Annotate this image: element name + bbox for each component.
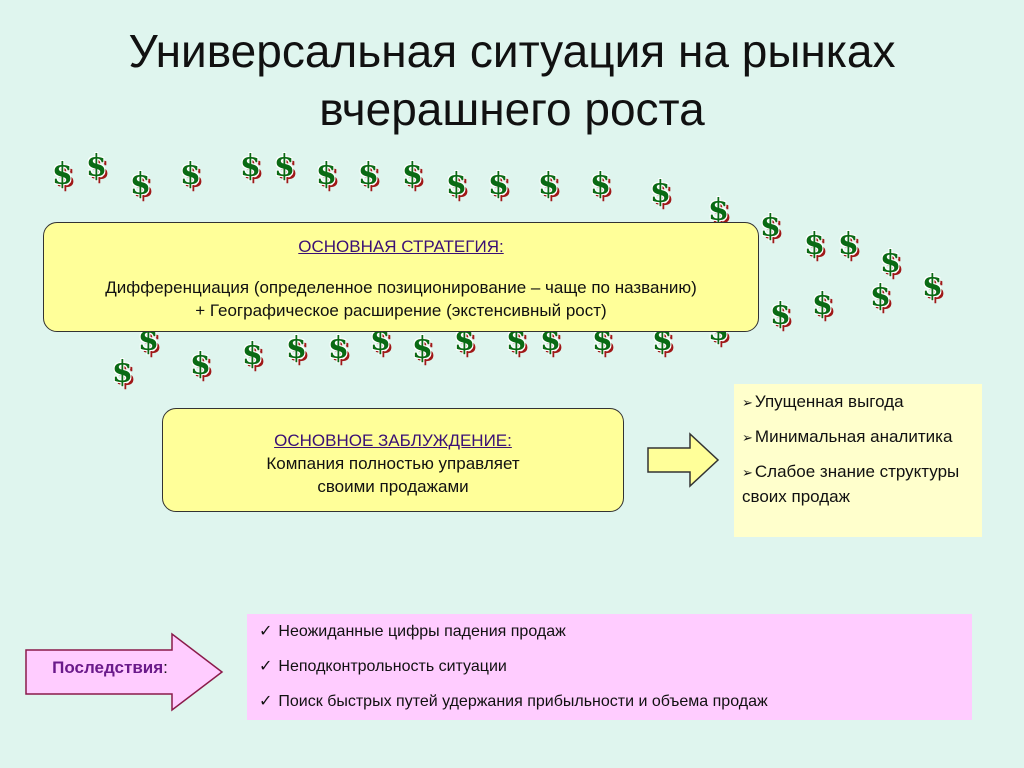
list-item: ➢Упущенная выгода — [742, 390, 976, 415]
list-item-text: Неожиданные цифры падения продаж — [278, 623, 566, 640]
dollar-icon: $ — [412, 331, 433, 366]
consequences-label-colon: : — [163, 658, 168, 677]
dollar-icon: $ — [812, 287, 833, 322]
dollar-icon: $ — [138, 323, 159, 358]
strategy-line-2: + Географическое расширение (экстенсивны… — [195, 301, 607, 320]
strategy-heading: ОСНОВНАЯ СТРАТЕГИЯ: — [298, 237, 504, 256]
title-line-1: Универсальная ситуация на рынках — [128, 25, 896, 77]
dollar-icon: $ — [446, 167, 467, 202]
list-item: ✓ Неожиданные цифры падения продаж — [259, 620, 972, 655]
dollar-icon: $ — [708, 193, 729, 228]
dollar-icon: $ — [316, 157, 337, 192]
dollar-icon: $ — [242, 337, 263, 372]
list-item-text: Слабое знание структуры своих продаж — [742, 462, 960, 506]
right-arrow-icon — [647, 432, 720, 488]
dollar-icon: $ — [402, 157, 423, 192]
dollar-icon: $ — [540, 323, 561, 358]
dollar-icon: $ — [922, 269, 943, 304]
dollar-icon: $ — [760, 209, 781, 244]
dollar-icon: $ — [180, 157, 201, 192]
dollar-icon: $ — [538, 167, 559, 202]
dollar-icon: $ — [358, 157, 379, 192]
dollar-icon: $ — [590, 167, 611, 202]
strategy-line-1: Дифференциация (определенное позициониро… — [105, 278, 697, 297]
dollar-icon: $ — [488, 167, 509, 202]
list-item: ✓ Неподконтрольность ситуации — [259, 655, 972, 690]
strategy-box: ОСНОВНАЯ СТРАТЕГИЯ: Дифференциация (опре… — [43, 222, 759, 332]
fallacy-heading: ОСНОВНОЕ ЗАБЛУЖДЕНИЕ: — [274, 431, 512, 450]
dollar-icon: $ — [506, 323, 527, 358]
title-line-2: вчерашнего роста — [319, 83, 705, 135]
fallacy-line-1: Компания полностью управляет — [266, 454, 520, 473]
dollar-icon: $ — [652, 323, 673, 358]
list-item: ✓ Поиск быстрых путей удержания прибыльно… — [259, 690, 972, 725]
list-item: ➢Слабое знание структуры своих продаж — [742, 460, 976, 509]
consequences-list: ✓ Неожиданные цифры падения продаж ✓ Непод… — [247, 614, 972, 720]
dollar-icon: $ — [52, 157, 73, 192]
dollar-icon: $ — [650, 175, 671, 210]
consequences-label: Последствия: — [30, 658, 190, 678]
dollar-icon: $ — [370, 323, 391, 358]
list-item-text: Неподконтрольность ситуации — [278, 658, 507, 675]
dollar-icon: $ — [770, 297, 791, 332]
list-item: ➢Минимальная аналитика — [742, 425, 976, 450]
dollar-icon: $ — [286, 331, 307, 366]
fallacy-line-2: своими продажами — [317, 477, 469, 496]
list-item-text: Минимальная аналитика — [754, 427, 953, 446]
consequences-label-text: Последствия — [52, 658, 164, 677]
fallacy-box: ОСНОВНОЕ ЗАБЛУЖДЕНИЕ: Компания полностью… — [162, 408, 624, 512]
consequences-arrow-icon — [25, 632, 224, 712]
arrow-bullet-icon: ➢ — [742, 430, 753, 445]
dollar-icon: $ — [880, 245, 901, 280]
dollar-icon: $ — [274, 149, 295, 184]
dollar-icon: $ — [870, 279, 891, 314]
checkmark-icon: ✓ — [259, 623, 273, 640]
dollar-icon: $ — [86, 149, 107, 184]
dollar-icon: $ — [454, 323, 475, 358]
dollar-icon: $ — [240, 149, 261, 184]
missed-results-list: ➢Упущенная выгода ➢Минимальная аналитика… — [734, 384, 982, 537]
dollar-icon: $ — [804, 227, 825, 262]
dollar-icon: $ — [112, 355, 133, 390]
arrow-bullet-icon: ➢ — [742, 465, 753, 480]
dollar-icon: $ — [838, 227, 859, 262]
dollar-icon: $ — [190, 347, 211, 382]
checkmark-icon: ✓ — [259, 658, 273, 675]
checkmark-icon: ✓ — [259, 693, 273, 710]
slide-title: Универсальная ситуация на рынках вчерашн… — [0, 22, 1024, 138]
list-item-text: Упущенная выгода — [754, 392, 904, 411]
dollar-icon: $ — [130, 167, 151, 202]
arrow-bullet-icon: ➢ — [742, 395, 753, 410]
dollar-icon: $ — [592, 323, 613, 358]
list-item-text: Поиск быстрых путей удержания прибыльнос… — [278, 693, 768, 710]
dollar-icon: $ — [328, 331, 349, 366]
